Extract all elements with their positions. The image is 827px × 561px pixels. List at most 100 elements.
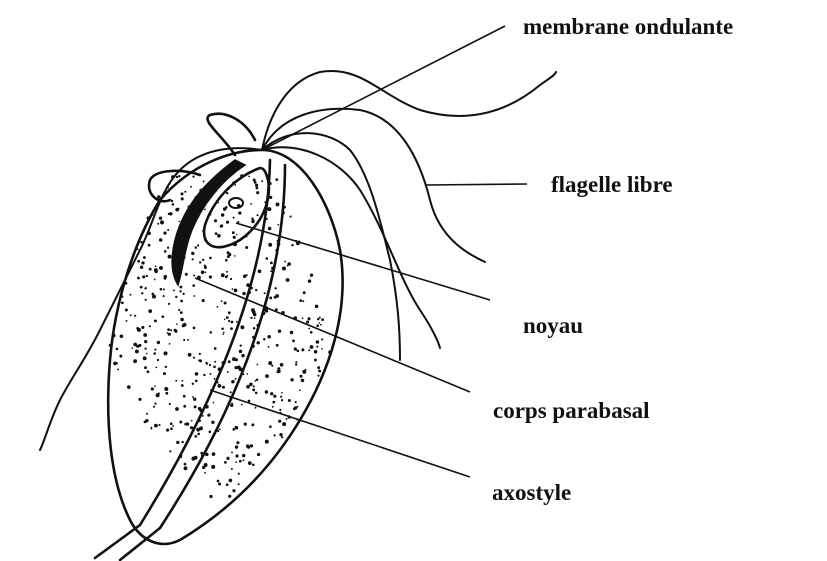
stipple-dot <box>221 300 223 302</box>
stipple-dot <box>239 350 243 354</box>
stipple-dot <box>181 441 183 443</box>
stipple-dot <box>317 318 320 321</box>
stipple-dot <box>256 378 259 381</box>
stipple-dot <box>151 387 154 390</box>
stipple-dot <box>199 353 201 355</box>
stipple-dot <box>144 366 147 369</box>
stipple-dot <box>209 373 211 375</box>
stipple-dot <box>146 275 148 277</box>
stipple-dot <box>176 441 179 444</box>
stipple-dot <box>192 284 195 287</box>
stipple-dot <box>143 333 147 337</box>
stipple-dot <box>275 178 278 181</box>
stipple-dot <box>240 325 244 329</box>
stipple-dot <box>254 181 257 184</box>
stipple-dot <box>156 393 160 397</box>
stipple-dot <box>217 234 221 238</box>
stipple-dot <box>193 327 196 330</box>
stipple-dot <box>175 380 177 382</box>
stipple-dot <box>188 205 191 208</box>
stipple-dot <box>169 212 172 215</box>
stipple-dot <box>126 320 128 322</box>
stipple-dot <box>236 321 238 323</box>
stipple-dot <box>225 259 228 262</box>
stipple-dot <box>121 295 123 297</box>
stipple-dot <box>205 271 207 273</box>
stipple-dot <box>141 261 144 264</box>
stipple-dot <box>173 261 177 265</box>
stipple-dot <box>170 427 173 430</box>
stipple-dot <box>204 238 207 241</box>
stipple-dot <box>320 324 322 326</box>
flagella <box>40 71 556 450</box>
stipple-dot <box>161 221 164 224</box>
stipple-dot <box>231 468 233 470</box>
stipple-dot <box>197 433 200 436</box>
stipple-dot <box>269 296 272 299</box>
stipple-dot <box>319 317 321 319</box>
stipple-dot <box>234 366 237 369</box>
stipple-dot <box>232 489 235 492</box>
stipple-dot <box>154 319 157 322</box>
stipple-dot <box>140 266 143 269</box>
stipple-dot <box>224 362 226 364</box>
stipple-dot <box>254 380 256 382</box>
stipple-dot <box>217 202 219 204</box>
stipple-dot <box>281 436 283 438</box>
stipple-dot <box>130 294 132 296</box>
leader-corps <box>195 278 470 392</box>
stipple-dot <box>161 315 164 318</box>
stipple-dot <box>254 317 256 319</box>
stipple-dot <box>262 312 265 315</box>
stipple-dot <box>227 255 230 258</box>
stipple-dot <box>220 224 223 227</box>
stipple-dot <box>314 359 317 362</box>
stipple-dot <box>183 339 185 341</box>
stipple-dot <box>222 386 225 389</box>
stipple-dot <box>212 452 216 456</box>
stipple-dot <box>217 480 220 483</box>
stipple-dot <box>184 463 187 466</box>
stipple-dot <box>202 415 204 417</box>
stipple-dot <box>163 288 165 290</box>
stipple-dot <box>199 426 203 430</box>
stipple-dot <box>246 274 248 276</box>
stipple-dot <box>264 292 266 294</box>
stipple-dot <box>154 402 156 404</box>
stipple-dot <box>274 296 277 299</box>
stipple-dot <box>138 344 141 347</box>
stipple-dot <box>244 422 247 425</box>
stipple-dot <box>258 220 260 222</box>
stipple-dot <box>178 309 180 311</box>
stipple-dot <box>120 335 124 339</box>
stipple-dot <box>169 450 171 452</box>
stipple-dot <box>190 186 192 188</box>
stipple-dot <box>228 360 231 363</box>
stipple-dot <box>175 208 179 212</box>
stipple-dot <box>199 261 201 263</box>
stipple-dot <box>217 384 221 388</box>
stipple-dot <box>201 271 205 275</box>
stipple-dot <box>239 460 242 463</box>
stipple-dot <box>246 444 250 448</box>
leader-membrane <box>262 26 505 150</box>
stipple-dot <box>209 495 212 498</box>
stipple-dot <box>154 349 156 351</box>
stipple-dot <box>288 399 291 402</box>
stipple-dot <box>191 457 195 461</box>
stipple-dot <box>287 265 289 267</box>
stipple-dot <box>214 378 216 380</box>
stipple-dot <box>310 345 314 349</box>
stipple-dot <box>230 404 233 407</box>
stipple-dot <box>251 423 254 426</box>
stipple-dot <box>278 420 281 423</box>
stipple-dot <box>253 385 255 387</box>
stipple-dot <box>256 187 259 190</box>
stipple-dot <box>232 288 234 290</box>
stipple-dot <box>253 327 256 330</box>
stipple-dot <box>192 396 194 398</box>
stipple-dot <box>281 392 283 394</box>
stipple-dot <box>168 303 170 305</box>
stipple-dot <box>275 249 278 252</box>
